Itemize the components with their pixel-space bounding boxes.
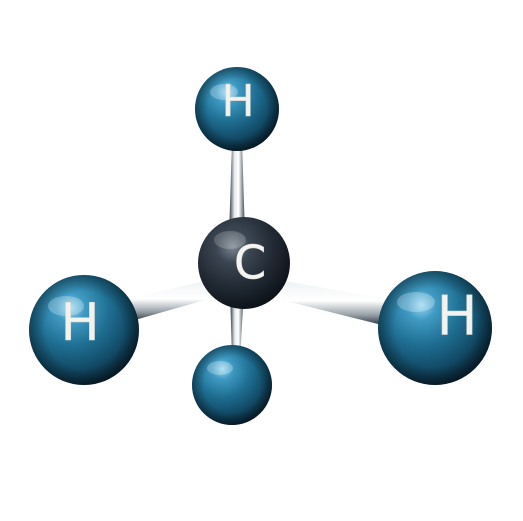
carbon-label: C — [234, 236, 266, 290]
carbon-atom: C — [198, 217, 290, 309]
hydrogen-right-atom: H — [378, 271, 492, 385]
bond-left — [125, 280, 212, 322]
hydrogen-right-label: H — [437, 285, 478, 348]
bond-right — [280, 280, 390, 326]
bond-top — [229, 140, 245, 236]
hydrogen-left-atom: H — [29, 275, 139, 385]
hydrogen-bottom-atom — [192, 345, 272, 425]
hydrogen-top-atom: H — [195, 67, 279, 151]
hydrogen-left-label: H — [60, 293, 99, 353]
hydrogen-top-label: H — [221, 76, 254, 127]
